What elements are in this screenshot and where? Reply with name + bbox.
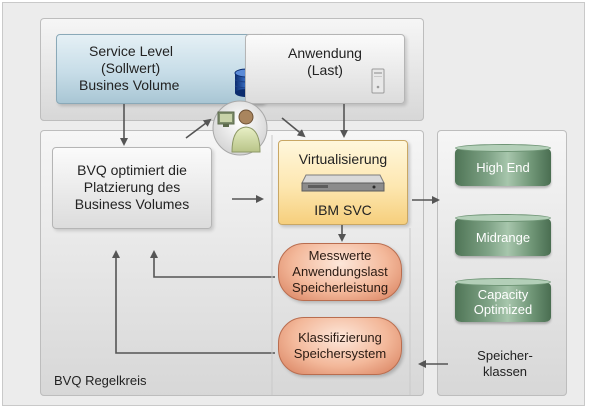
bvq-line2: Platzierung des [83,179,181,195]
klassifizierung-line1: Klassifizierung [298,330,382,345]
bvq-line3: Business Volumes [74,196,190,212]
storage-class-label: Midrange [475,229,531,245]
klassifizierung-pill: Klassifizierung Speichersystem [278,317,402,375]
virtualisierung-title: Virtualisierung [298,151,388,167]
speicherklassen-line1: Speicher- [477,348,533,363]
svc-appliance-icon [300,172,386,194]
bvq-box: BVQ optimiert die Platzierung des Busine… [52,147,212,229]
arrow-messwerte-to-bvq [150,250,275,278]
anwendung-line1: Anwendung [288,45,362,61]
storage-class-high-end: High End [455,144,551,186]
speicherklassen-line2: klassen [482,364,528,379]
service-level-line1: Service Level [89,43,174,59]
bvq-line1: BVQ optimiert die [77,162,187,178]
storage-class-capacity-optimized: Capacity Optimized [455,278,551,322]
storage-class-midrange: Midrange [455,214,551,256]
person-icon [212,100,268,156]
regelkreis-label: BVQ Regelkreis [54,373,147,388]
service-level-box: Service Level (Sollwert) Busines Volume [56,34,264,104]
service-level-line2: (Sollwert) [101,60,161,76]
arrow-servicelevel-to-person [185,118,212,139]
arrow-klassifizierung-to-bvq [112,250,275,354]
speicherklassen-label: Speicher- klassen [460,348,550,380]
anwendung-line2: (Last) [307,62,343,78]
service-level-line3: Busines Volume [79,77,180,93]
server-tower-icon [370,68,386,94]
messwerte-line2: Anwendungslast [292,264,388,279]
storage-class-label: Capacity [477,287,529,302]
storage-class-label: High End [476,159,530,175]
messwerte-line3: Speicherleistung [291,280,389,295]
klassifizierung-line2: Speichersystem [293,346,387,361]
messwerte-pill: Messwerte Anwendungslast Speicherleistun… [278,243,402,301]
ibm-svc-label: IBM SVC [314,202,372,218]
messwerte-line1: Messwerte [308,248,372,263]
storage-class-label: Optimized [473,302,533,317]
arrow-person-to-virtualisierung [281,117,306,138]
